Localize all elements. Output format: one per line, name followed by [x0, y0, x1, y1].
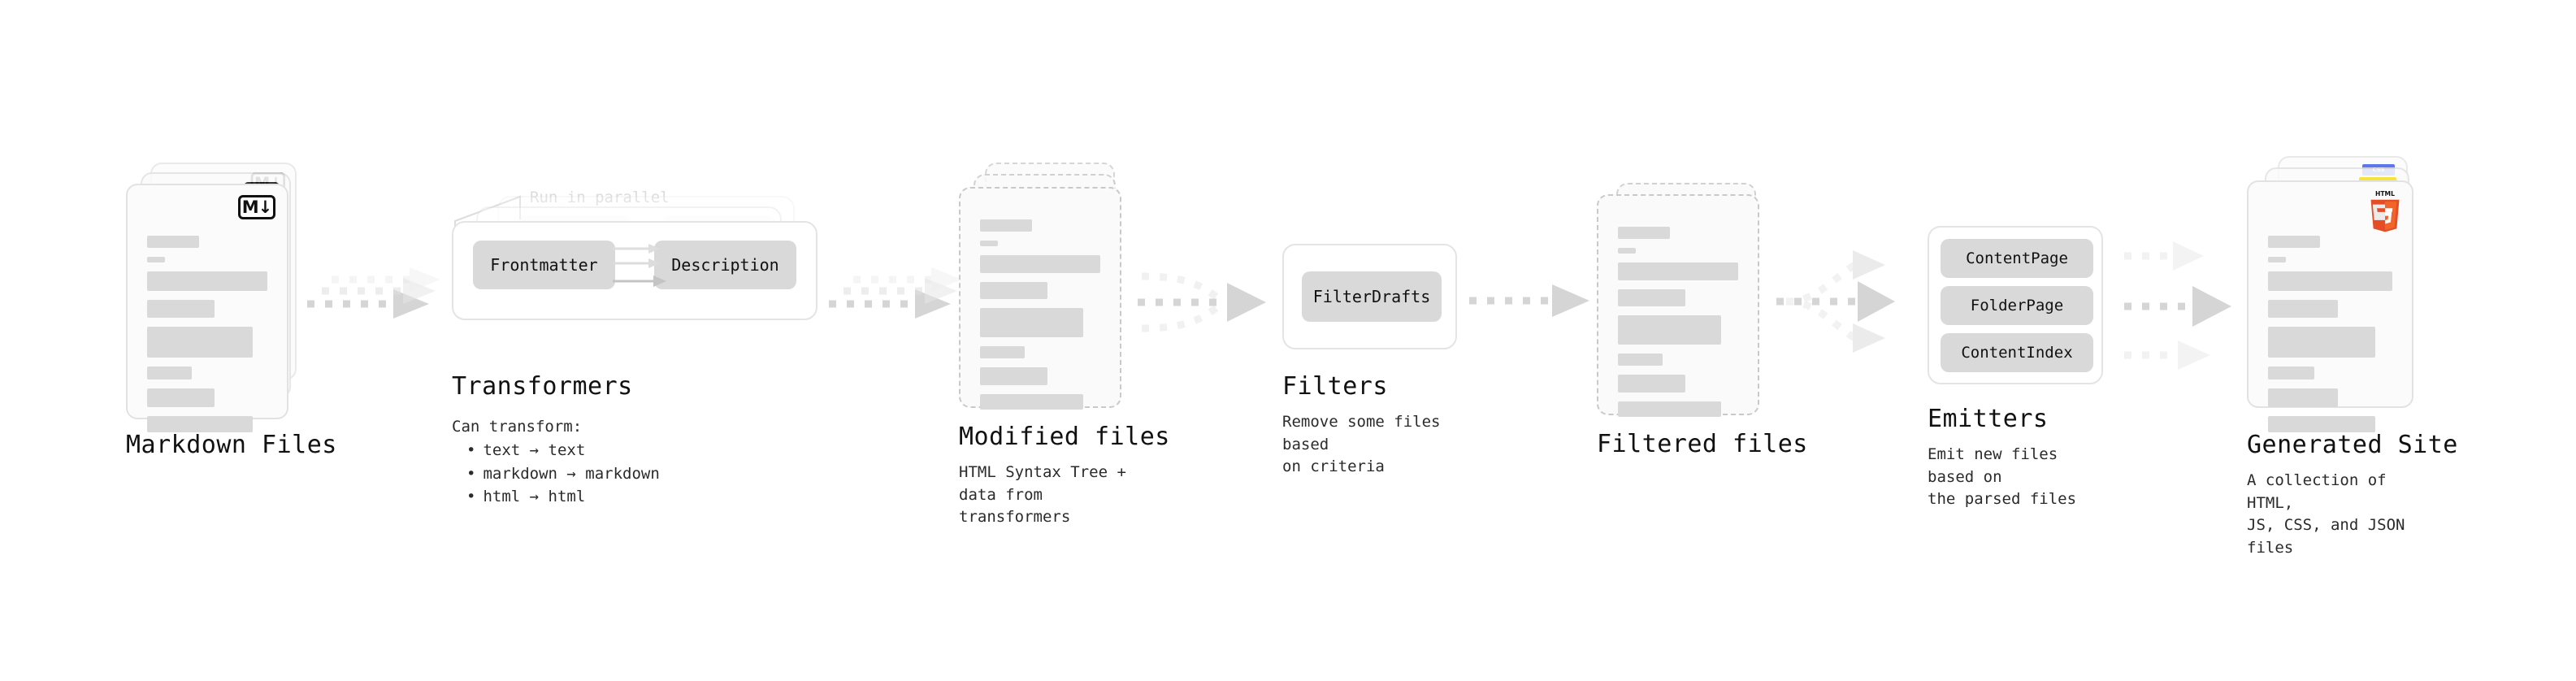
- skeleton-bar: [980, 346, 1025, 358]
- skeleton-bar: [147, 257, 165, 262]
- connector-emitters-to-site: [2124, 229, 2270, 379]
- pill-description[interactable]: Description: [654, 241, 796, 289]
- site-doc-front: HTML: [2247, 180, 2413, 432]
- generated-site-subtitle: A collection of HTML, JS, CSS, and JSON …: [2247, 471, 2405, 557]
- skeleton-bar: [147, 271, 267, 291]
- page-title: Emitters: [1928, 405, 2049, 433]
- list-item: markdown → markdown: [466, 462, 659, 486]
- transformer-internal-arrows: [613, 244, 666, 287]
- skeleton-bar: [980, 282, 1047, 299]
- transformers-subtitle: Can transform:: [452, 418, 583, 436]
- skeleton-bar: [2268, 327, 2375, 358]
- stage-filtered-files: Filtered files: [1597, 183, 1807, 458]
- skeleton-bar: [147, 416, 254, 432]
- skeleton-bar: [2268, 367, 2314, 380]
- stage-modified-files: Modified files HTML Syntax Tree + data f…: [959, 163, 1169, 526]
- fan-out-arrows: [307, 267, 440, 319]
- stage-emitters: ContentPage FolderPage ContentIndex Emit…: [1928, 226, 2103, 508]
- triple-arrows: [2124, 241, 2231, 370]
- emitters-subtitle: Emit new files based on the parsed files: [1928, 445, 2077, 509]
- pill-folderpage[interactable]: FolderPage: [1941, 286, 2093, 325]
- modified-doc-stack: [959, 163, 1146, 410]
- skeleton-bar: [2268, 416, 2375, 432]
- connector-filtered-to-emitters: [1776, 241, 1923, 366]
- skeleton-bar: [147, 300, 215, 318]
- page-title: Filters: [1282, 372, 1388, 401]
- filters-subtitle: Remove some files based on criteria: [1282, 413, 1441, 476]
- fan-out-arrows: [829, 267, 962, 319]
- modified-doc-skeleton: [980, 219, 1100, 419]
- list-item: text → text: [466, 439, 660, 462]
- skeleton-bar: [1618, 248, 1636, 254]
- skeleton-bar: [980, 308, 1084, 337]
- skeleton-bar: [980, 367, 1047, 385]
- skeleton-bar: [980, 394, 1084, 410]
- skeleton-bar: [2268, 300, 2338, 318]
- markdown-doc-stack: M↓ M↓ M↓: [126, 163, 313, 432]
- skeleton-bar: [147, 388, 215, 407]
- pill-filterdrafts[interactable]: FilterDrafts: [1302, 271, 1442, 322]
- skeleton-bar: [2268, 257, 2286, 262]
- stage-markdown-files: M↓ M↓ M↓ Markdown Files: [126, 163, 336, 459]
- skeleton-bar: [1618, 375, 1685, 393]
- transformer-group-front: Frontmatter Description: [452, 221, 817, 320]
- single-arrow: [1469, 284, 1589, 317]
- skeleton-bar: [2268, 271, 2392, 291]
- page-title: Generated Site: [2247, 431, 2458, 459]
- skeleton-bar: [1618, 315, 1722, 345]
- page-title: Transformers: [452, 372, 633, 401]
- skeleton-bar: [1618, 354, 1663, 366]
- skeleton-bar: [147, 236, 199, 248]
- filtered-doc-front: [1597, 194, 1759, 417]
- markdown-doc-skeleton: [147, 236, 267, 441]
- split-arrows: [1776, 250, 1895, 353]
- markdown-badge: M↓: [238, 195, 275, 219]
- stage-generated-site: CSS HTML: [2247, 156, 2457, 557]
- skeleton-bar: [980, 241, 998, 246]
- modified-doc-front: [959, 187, 1121, 410]
- skeleton-bar: [147, 367, 192, 380]
- emitters-group: ContentPage FolderPage ContentIndex: [1928, 226, 2103, 384]
- pill-frontmatter[interactable]: Frontmatter: [473, 241, 615, 289]
- skeleton-bar: [2268, 236, 2320, 248]
- skeleton-bar: [147, 327, 254, 358]
- page-title: Modified files: [959, 423, 1170, 451]
- connector-markdown-to-transformers: [307, 262, 445, 346]
- site-doc-stack: CSS HTML: [2247, 156, 2442, 432]
- modified-files-subtitle: HTML Syntax Tree + data from transformer…: [959, 463, 1126, 527]
- site-doc-skeleton: [2268, 236, 2392, 441]
- transformers-bullets: text → text markdown → markdown html → h…: [452, 439, 660, 509]
- skeleton-bar: [1618, 262, 1738, 280]
- html5-badge: HTML: [2370, 190, 2400, 232]
- markdown-doc-front: M↓: [126, 184, 288, 432]
- page-title: Filtered files: [1597, 430, 1808, 458]
- skeleton-bar: [1618, 227, 1670, 239]
- connector-modified-to-filters: [1138, 258, 1280, 351]
- skeleton-bar: [1618, 289, 1685, 306]
- filtered-doc-skeleton: [1618, 227, 1738, 426]
- skeleton-bar: [1618, 401, 1722, 417]
- page-title: Markdown Files: [126, 431, 337, 459]
- transformer-card-stack: Frontmatter Description Frontmatter Desc…: [452, 192, 834, 320]
- filtered-doc-stack: [1597, 183, 1784, 427]
- pill-contentindex[interactable]: ContentIndex: [1941, 333, 2093, 372]
- skeleton-bar: [2268, 388, 2338, 407]
- connector-transformers-to-modified: [829, 262, 967, 346]
- svg-text:HTML: HTML: [2375, 190, 2395, 197]
- run-in-parallel-label: Run in parallel: [530, 189, 670, 206]
- skeleton-bar: [980, 255, 1100, 273]
- list-item: html → html: [466, 485, 660, 509]
- stage-filters: FilterDrafts Filters Remove some files b…: [1282, 244, 1457, 475]
- pill-contentpage[interactable]: ContentPage: [1941, 239, 2093, 278]
- merge-arrows: [1138, 272, 1266, 332]
- stage-transformers: Run in parallel Frontmatter Description …: [452, 189, 834, 505]
- skeleton-bar: [980, 219, 1032, 232]
- connector-filters-to-filtered: [1469, 276, 1599, 328]
- filters-group: FilterDrafts: [1282, 244, 1457, 349]
